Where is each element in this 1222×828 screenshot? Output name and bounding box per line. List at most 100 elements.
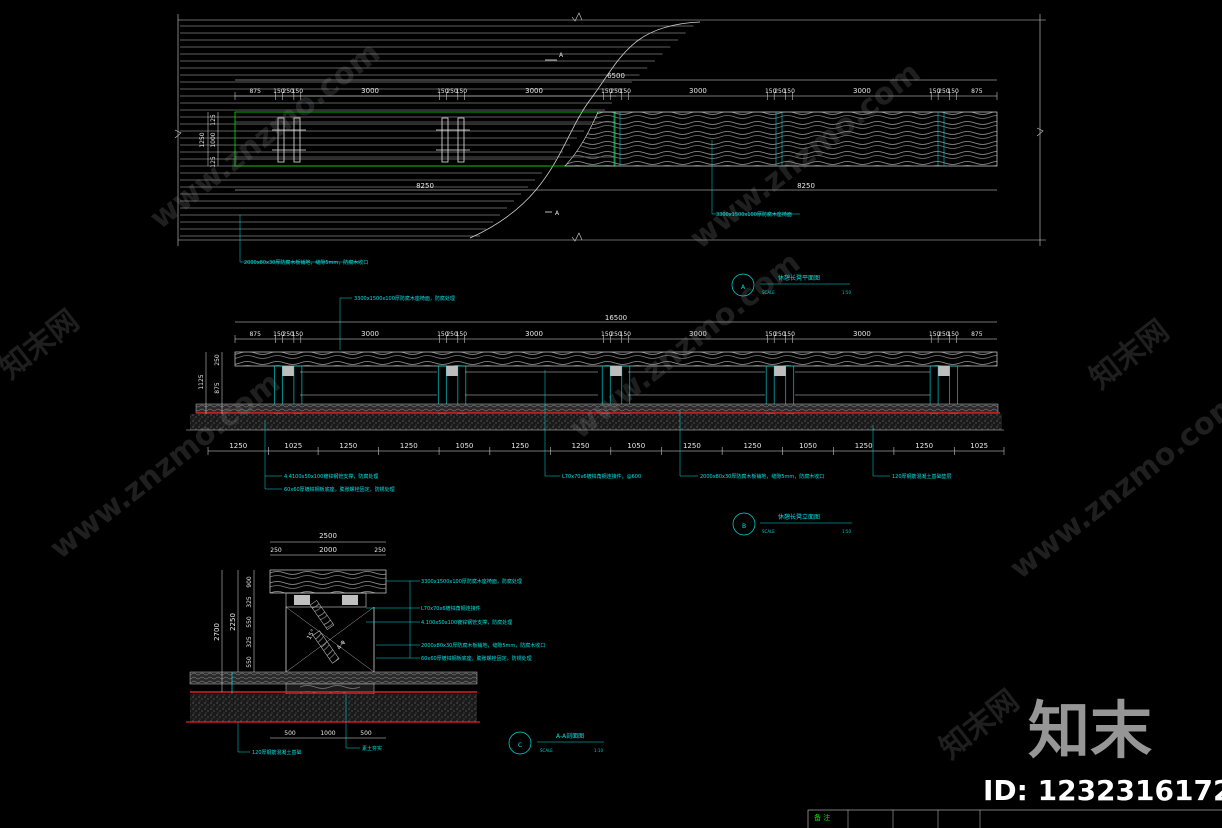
elev-top-dim-0: 875 (249, 331, 261, 338)
elev-bottom-dim-11: 1250 (855, 442, 873, 450)
elev-top-dim-12: 3000 (689, 330, 707, 338)
section-top-dim: 2500 (319, 532, 337, 540)
watermark-site-3: www.znzmo.com (1003, 385, 1222, 586)
plan-top-dim-0: 875 (249, 88, 261, 95)
title-block: 备 注 (807, 809, 1222, 828)
elev-top-dim-14: 250 (774, 331, 786, 338)
elev-top-dim-19: 150 (947, 331, 959, 338)
section-top-sub-3: 250 (374, 547, 386, 554)
watermark-site-1: www.znzmo.com (43, 365, 287, 566)
section-note-bottom-mid: 素土夯实 (362, 745, 382, 752)
elev-bottom-dim-13: 1025 (970, 442, 988, 450)
elev-bottom-dim-4: 1050 (456, 442, 474, 450)
plan-top-dim-2: 250 (282, 88, 294, 95)
section-left-inner-1: 900 (246, 576, 253, 588)
elev-bottom-dim-7: 1050 (627, 442, 645, 450)
plan-left-total: 1250 (199, 132, 206, 147)
elev-top-dim-16: 3000 (853, 330, 871, 338)
section-left-mid: 2250 (229, 613, 237, 631)
elev-bottom-dim-8: 1250 (683, 442, 701, 450)
plan-title-letter: A (741, 284, 746, 291)
plan-top-dim-14: 250 (774, 88, 786, 95)
section-note-1: 3300x1500x100厚防腐木座椅面，防腐处理 (421, 578, 522, 585)
elev-note-b5: 120厚钢筋混凝土基础垫层 (892, 473, 952, 480)
elev-bottom-dim-0: 1250 (229, 442, 247, 450)
plan-half-dim-left: 8250 (416, 182, 434, 190)
elev-post-cap (610, 366, 622, 376)
plan-section-mark-top: A (559, 52, 564, 59)
watermark-brand-3: 知末网 (0, 303, 86, 386)
watermark-site-4: www.znzmo.com (143, 35, 387, 236)
plan-left-dim-3: 125 (210, 156, 217, 168)
elev-bottom-dim-5: 1250 (511, 442, 529, 450)
plan-top-dim-11: 150 (620, 88, 632, 95)
elev-top-dim-15: 150 (783, 331, 795, 338)
section-scale-label: SCALE (540, 748, 553, 753)
plan-top-dim-5: 150 (437, 88, 449, 95)
elev-overall-dim: 16500 (605, 314, 627, 322)
section-view: 15° 4-φ 2500 250 2000 250 2700 2250 900 … (186, 532, 604, 756)
elev-scale-label: SCALE (762, 529, 775, 534)
section-top-sub-1: 250 (270, 547, 282, 554)
plan-section-mark-bottom: A (555, 210, 560, 217)
plan-half-dim-right: 8250 (797, 182, 815, 190)
plan-top-dim-15: 150 (783, 88, 795, 95)
elev-top-dim-1: 150 (273, 331, 285, 338)
elev-left-dim-3: 875 (214, 382, 221, 394)
plan-top-dim-1: 150 (273, 88, 285, 95)
elev-note-b4: 2000x80x30厚防腐木板铺地，缝隙5mm，防腐木收口 (700, 473, 824, 480)
section-diag-label-2: 4-φ (336, 639, 347, 651)
section-left-inner-5: 550 (246, 656, 253, 668)
elev-post-cap (938, 366, 950, 376)
plan-top-dim-19: 150 (947, 88, 959, 95)
elev-note-b3: L70x70x6镀锌角钢连接件，@600 (562, 473, 641, 480)
elev-left-dim-2: 1125 (198, 374, 205, 389)
elev-top-dim-7: 150 (456, 331, 468, 338)
elev-note-b1: 4.4100x50x100镀锌钢管支撑，防腐处理 (284, 473, 378, 480)
section-title-letter: C (518, 742, 522, 749)
watermark-logo: 知末 (1028, 694, 1152, 767)
plan-top-dim-6: 250 (446, 88, 458, 95)
elev-bottom-dim-9: 1250 (743, 442, 761, 450)
elev-top-dim-10: 250 (610, 331, 622, 338)
watermark-brand-1: 知末网 (933, 683, 1025, 766)
plan-top-dim-8: 3000 (525, 87, 543, 95)
plan-top-dim-7: 150 (456, 88, 468, 95)
section-bottom-dim-1: 500 (284, 730, 296, 737)
plan-top-dim-4: 3000 (361, 87, 379, 95)
elev-title-letter: B (742, 523, 746, 530)
elev-bottom-dim-2: 1250 (339, 442, 357, 450)
elev-top-dim-13: 150 (765, 331, 777, 338)
elev-top-dim-8: 3000 (525, 330, 543, 338)
plan-top-dim-9: 150 (601, 88, 613, 95)
elev-title: 休憩长凳立面图 (778, 513, 820, 521)
plan-note-left: 2000x80x30厚防腐木板铺地，缝隙5mm，防腐木收口 (244, 259, 368, 266)
plan-overall-dim: 6500 (607, 72, 625, 80)
elev-note-b2: 60x60厚镀锌钢板底座，膨胀螺栓固定，防锈处理 (284, 486, 395, 493)
title-block-label: 备 注 (814, 813, 830, 822)
section-scale: 1:10 (594, 748, 603, 753)
section-note-4: 2000x80x30厚防腐木板铺地，缝隙5mm，防腐木收口 (421, 642, 545, 649)
elev-top-dim-6: 250 (446, 331, 458, 338)
plan-top-dim-18: 250 (938, 88, 950, 95)
plan-top-dim-17: 150 (929, 88, 941, 95)
elev-top-dim-4: 3000 (361, 330, 379, 338)
elev-post-cap (282, 366, 294, 376)
elev-left-dim-1: 250 (214, 354, 221, 366)
elev-post-cap (446, 366, 458, 376)
elev-top-dim-3: 150 (292, 331, 304, 338)
elev-bottom-dim-12: 1250 (915, 442, 933, 450)
watermark-brand-2: 知末网 (1083, 313, 1175, 396)
elev-top-dim-17: 150 (929, 331, 941, 338)
plan-top-dim-12: 3000 (689, 87, 707, 95)
plan-left-dim-1: 125 (210, 114, 217, 126)
plan-top-dim-13: 150 (765, 88, 777, 95)
section-top-sub-2: 2000 (319, 546, 337, 554)
elev-bottom-dim-1: 1025 (284, 442, 302, 450)
elev-top-dim-18: 250 (938, 331, 950, 338)
plan-title: 休憩长凳平面图 (778, 274, 820, 282)
elev-top-dim-20: 875 (971, 331, 983, 338)
plan-top-dim-10: 250 (610, 88, 622, 95)
